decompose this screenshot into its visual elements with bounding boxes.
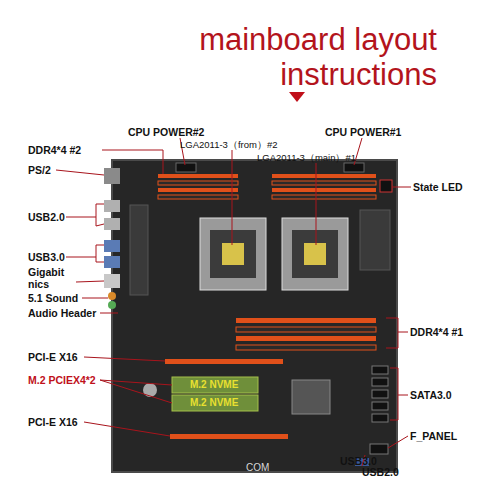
m2-slot (172, 377, 258, 393)
pcb-board (112, 160, 397, 472)
m2-slot (172, 395, 258, 411)
vrm-heatsink (130, 205, 148, 295)
callout-label: 5.1 Sound (28, 292, 78, 304)
callout-label: SATA3.0 (410, 389, 452, 401)
callout-label: State LED (413, 181, 463, 193)
usb-port (104, 218, 120, 230)
diagram-title: mainboard layout instructions (165, 22, 437, 92)
callout-label: USB2.0 (362, 466, 399, 478)
callout-label: M.2 PCIEX4*2 (28, 374, 96, 386)
callout-label: USB2.0 (28, 211, 65, 223)
audio-jack (108, 301, 116, 309)
callout-label: Audio Header (28, 307, 96, 319)
board-marking: M.2 NVME (190, 379, 238, 391)
pcie-slot (165, 359, 283, 364)
callout-label: DDR4*4 #2 (28, 144, 81, 156)
callout-label: LGA2011-3（from）#2 (180, 139, 277, 151)
usb-port (104, 200, 120, 212)
callout-label: Gigabit nics (28, 266, 74, 290)
callout-label: USB3.0 (28, 251, 65, 263)
board-marking: COM (246, 462, 269, 474)
pcb-edge (112, 160, 397, 472)
ddr4-slots-1 (236, 318, 376, 350)
ps2-port (104, 168, 120, 184)
callout-label: F_PANEL (410, 430, 457, 442)
callout-label: PCI-E X16 (28, 416, 78, 428)
sata-ports (372, 366, 388, 422)
pcie-slot (170, 434, 288, 439)
cpu-power-connector (176, 163, 196, 172)
callout-label: PCI-E X16 (28, 351, 78, 363)
chipset-heatsink (292, 380, 330, 414)
callout-label: PS/2 (28, 164, 51, 176)
lan-port (104, 274, 120, 288)
state-led (380, 180, 392, 192)
title-arrow (289, 92, 305, 102)
rear-io (104, 168, 120, 309)
cpu-socket-2 (200, 218, 266, 290)
ddr4-slots-2 (158, 174, 376, 199)
callout-label: LGA2011-3（main）#1 (257, 152, 356, 164)
callout-label: CPU POWER#1 (325, 126, 401, 138)
front-panel-header (370, 444, 388, 454)
callout-label: CPU POWER#2 (128, 126, 204, 138)
usb3-port (104, 240, 120, 252)
vrm-heatsink (360, 210, 390, 270)
cpu-socket-1 (282, 218, 348, 290)
usb3-port (104, 256, 120, 268)
callout-label: USB3.0 (340, 455, 377, 467)
audio-jack (108, 292, 116, 300)
leader-lines (56, 138, 411, 466)
board-marking: M.2 NVME (190, 397, 238, 409)
callout-label: DDR4*4 #1 (410, 326, 463, 338)
